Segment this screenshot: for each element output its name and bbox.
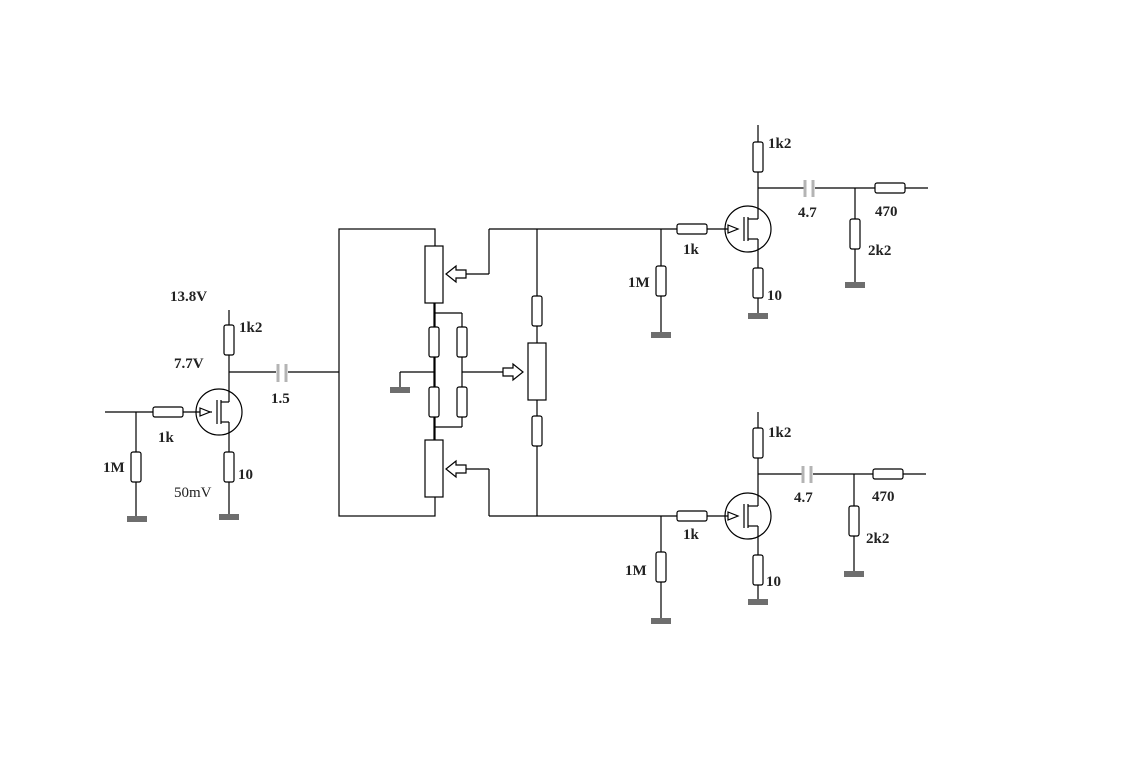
bottom-coupling-cap-label: 4.7 (794, 490, 813, 506)
bottom-source-resistor (752, 554, 764, 586)
top-potentiometer (424, 245, 444, 304)
source-voltage-label: 50mV (174, 485, 212, 501)
balance-wiper-arrow-icon (502, 362, 524, 382)
top-gate-resistor-label: 1M (628, 275, 650, 291)
input-gate-resistor-label: 1M (103, 460, 125, 476)
top-load-resistor-label: 2k2 (868, 243, 891, 259)
balance-lower-resistor (531, 415, 543, 447)
bottom-series-resistor-label: 1k (683, 527, 700, 543)
bottom-load-resistor (848, 505, 860, 537)
input-series-resistor (152, 406, 184, 418)
bottom-gate-resistor (655, 551, 667, 583)
balance-upper-resistor (531, 295, 543, 327)
ground-icon (651, 332, 671, 338)
network-box (338, 228, 436, 517)
ground-icon (748, 313, 768, 319)
input-source-resistor-label: 10 (238, 467, 253, 483)
input-jfet (195, 388, 243, 436)
bottom-gate-resistor-label: 1M (625, 563, 647, 579)
input-coupling-cap-label: 1.5 (271, 391, 290, 407)
bottom-output-stage (651, 412, 926, 624)
bottom-potentiometer (424, 439, 444, 498)
ground-icon (651, 618, 671, 624)
top-series-resistor-label: 1k (683, 242, 700, 258)
input-series-resistor-label: 1k (158, 430, 175, 446)
input-stage (105, 310, 339, 522)
bottom-series-resistor (676, 510, 708, 522)
top-jfet (724, 205, 772, 253)
supply-voltage-label: 13.8V (170, 289, 207, 305)
bottom-drain-resistor (752, 427, 764, 459)
top-source-resistor-label: 10 (767, 288, 782, 304)
top-output-resistor (874, 182, 906, 194)
ladder-resistor (456, 326, 468, 358)
ground-icon (845, 282, 865, 288)
bottom-drain-resistor-label: 1k2 (768, 425, 791, 441)
top-gate-resistor (655, 265, 667, 297)
component-labels: 13.8V 7.7V 50mV 1M 1k 1k2 10 1.5 1M 1k 1… (103, 136, 898, 590)
bottom-output-resistor-label: 470 (872, 489, 895, 505)
top-coupling-cap-label: 4.7 (798, 205, 817, 221)
ladder-resistor (456, 386, 468, 418)
top-drain-resistor (752, 141, 764, 173)
bottom-wiper-arrow-icon (445, 459, 467, 479)
input-source-resistor (223, 451, 235, 483)
input-drain-resistor (223, 324, 235, 356)
bottom-jfet (724, 492, 772, 540)
top-source-resistor (752, 267, 764, 299)
top-wiper-arrow-icon (445, 264, 467, 284)
bottom-output-resistor (872, 468, 904, 480)
top-series-resistor (676, 223, 708, 235)
ground-icon (844, 571, 864, 577)
gate-arrow-icon (727, 224, 740, 234)
top-output-stage (651, 125, 928, 338)
top-output-resistor-label: 470 (875, 204, 898, 220)
ground-icon (127, 516, 147, 522)
gate-arrow-icon (727, 511, 740, 521)
top-drain-resistor-label: 1k2 (768, 136, 791, 152)
bottom-source-resistor-label: 10 (766, 574, 781, 590)
ground-icon (390, 387, 410, 393)
ground-icon (219, 514, 239, 520)
ladder-resistor (428, 386, 440, 418)
top-load-resistor (849, 218, 861, 250)
input-drain-resistor-label: 1k2 (239, 320, 262, 336)
ground-icon (748, 599, 768, 605)
ladder-resistor (428, 326, 440, 358)
balance-potentiometer (527, 342, 547, 401)
bottom-load-resistor-label: 2k2 (866, 531, 889, 547)
drain-voltage-label: 7.7V (174, 356, 204, 372)
input-gate-resistor (130, 451, 142, 483)
volume-balance-network (338, 228, 677, 517)
gate-arrow-icon (199, 407, 212, 417)
